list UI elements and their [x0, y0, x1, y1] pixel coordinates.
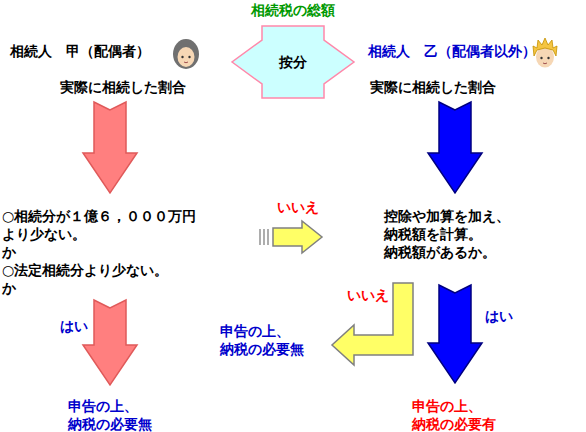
avatar-eye	[540, 57, 542, 59]
stripe	[263, 229, 264, 245]
arrow-shape	[83, 102, 137, 193]
avatar-eye	[547, 57, 549, 59]
right-arrow	[273, 221, 322, 253]
text-node: 申告の上、 納税の必要無	[220, 322, 312, 358]
stripe	[267, 229, 268, 245]
edge-label: はい	[60, 317, 88, 335]
edge-label: いいえ	[347, 286, 389, 304]
node-text: 控除や加算を加え、 納税額を計算。 納税額があるか。	[384, 207, 524, 261]
down-arrow	[83, 102, 137, 193]
avatar-eye	[188, 56, 190, 58]
down-arrow	[428, 102, 482, 193]
arrow-shape	[232, 26, 354, 98]
node-text: 実際に相続した割合	[60, 78, 215, 96]
node-text: ○法定相続分より少ない。	[2, 261, 230, 279]
arrow-shape	[273, 221, 322, 253]
node-text: 申告の上、 納税の必要無	[220, 322, 312, 358]
arrow-shape	[428, 285, 482, 383]
node-text: 相続人 甲（配偶者）	[10, 42, 215, 60]
down-arrow	[428, 285, 482, 383]
avatar-hair	[173, 39, 199, 69]
text-node: 申告の上、 納税の必要無	[68, 397, 168, 432]
arrow-shape	[332, 283, 413, 365]
avatar-face	[178, 47, 195, 67]
edge-label: 按分	[279, 53, 307, 71]
avatar-mouth	[543, 63, 547, 65]
node-text: か	[2, 243, 230, 261]
down-arrow	[83, 300, 137, 385]
text-node: 控除や加算を加え、 納税額を計算。 納税額があるか。	[384, 207, 524, 261]
node-text: ○相続分が１億６，０００万円 より少ない。	[2, 207, 230, 243]
diagram-title: 相続税の総額	[0, 1, 586, 19]
woman-avatar	[173, 39, 199, 69]
text-node: 相続人 甲（配偶者） 実際に相続した割合	[10, 42, 215, 100]
apportion-double-arrow	[232, 26, 354, 98]
node-text: 申告の上、 納税の必要有	[412, 397, 522, 432]
text-node: 相続人 乙（配偶者以外） 実際に相続した割合	[368, 42, 568, 100]
avatar-bangs	[176, 44, 196, 50]
text-node: ○相続分が１億６，０００万円 より少ない。か○法定相続分より少ない。か	[2, 207, 230, 297]
arrow-shape	[428, 102, 482, 193]
node-text: 相続人 乙（配偶者以外）	[368, 42, 568, 60]
node-text: 申告の上、 納税の必要無	[68, 397, 168, 432]
arrow-tail-stripes	[260, 229, 268, 245]
stripe	[259, 229, 260, 245]
elbow-arrow	[332, 283, 413, 365]
node-text: か	[2, 279, 230, 297]
edge-label: いいえ	[277, 198, 319, 216]
text-node: 申告の上、 納税の必要有	[412, 397, 522, 432]
man-avatar	[533, 38, 557, 68]
avatar-hair	[533, 38, 557, 56]
avatar-mouth	[184, 62, 188, 64]
arrow-shape	[83, 300, 137, 385]
node-text: 実際に相続した割合	[370, 78, 568, 96]
avatar-eye	[181, 56, 183, 58]
edge-label: はい	[485, 307, 513, 325]
